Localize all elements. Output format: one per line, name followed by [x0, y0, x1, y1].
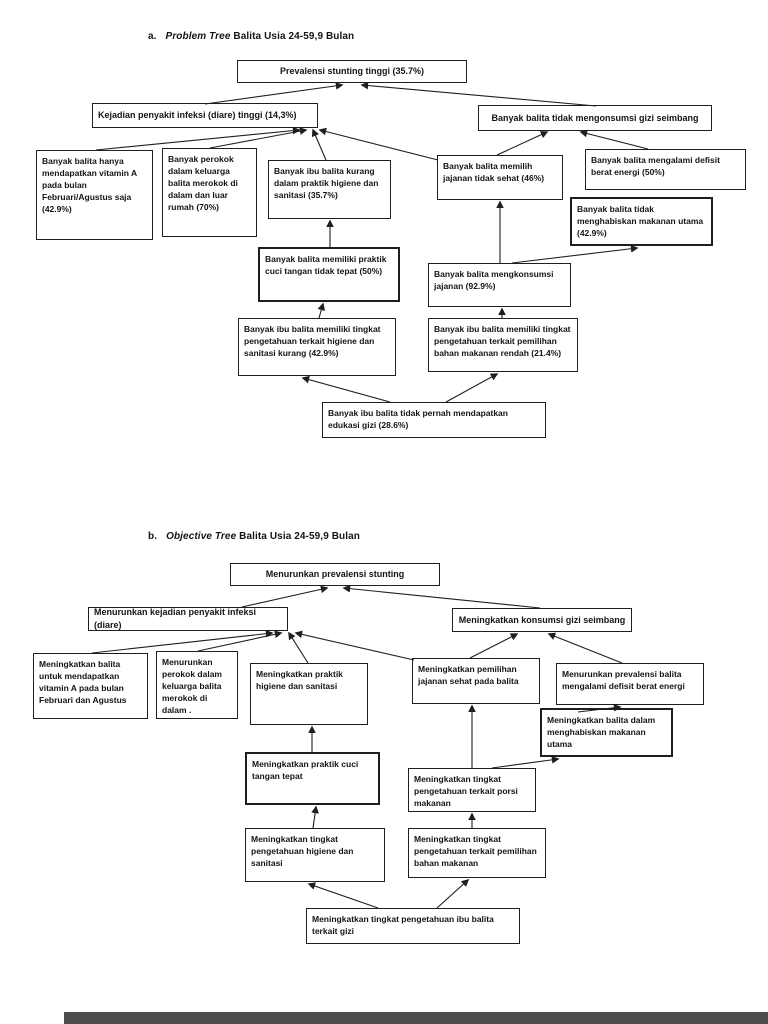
- node-pengetahuan-higiene-kurang: Banyak ibu balita memiliki tingkat penge…: [238, 318, 396, 376]
- arrow: [360, 81, 597, 107]
- arrow: [445, 373, 499, 403]
- node-tidak-habis-makanan-utama: Banyak balita tidak menghabiskan makanan…: [570, 197, 713, 246]
- problem-tree-title-italic: Problem Tree: [165, 31, 231, 42]
- node-pengetahuan-ibu-terkait-gizi: Meningkatkan tingkat pengetahuan ibu bal…: [306, 908, 520, 944]
- arrow: [91, 629, 274, 654]
- node-jajanan-sehat: Meningkatkan pemilihan jajanan sehat pad…: [412, 658, 540, 704]
- arrow: [496, 131, 549, 156]
- arrow: [197, 630, 283, 652]
- node-prevalensi-stunting: Prevalensi stunting tinggi (35.7%): [237, 60, 467, 83]
- objective-tree-label: b.: [148, 531, 158, 542]
- node-defisit-energi: Banyak balita mengalami defisit berat en…: [585, 149, 746, 190]
- arrow: [311, 805, 319, 829]
- arrow: [288, 631, 309, 664]
- objective-tree-title-rest: Balita Usia 24-59,9 Bulan: [239, 531, 361, 542]
- arrow: [241, 585, 329, 608]
- node-kejadian-infeksi: Kejadian penyakit infeksi (diare) tinggi…: [92, 103, 318, 128]
- arrow: [318, 127, 439, 161]
- arrow: [547, 632, 623, 664]
- arrow: [294, 630, 415, 661]
- arrow: [301, 375, 391, 403]
- problem-tree-title-rest: Balita Usia 24-59,9 Bulan: [233, 31, 355, 42]
- node-mengkonsumsi-jajanan: Banyak balita mengkonsumsi jajanan (92.9…: [428, 263, 571, 307]
- node-menurunkan-defisit-energi: Menurunkan prevalensi balita mengalami d…: [556, 663, 704, 705]
- problem-tree-title: a. Problem Tree Balita Usia 24-59,9 Bulan: [148, 31, 354, 42]
- node-pengetahuan-bahan-makanan: Meningkatkan tingkat pengetahuan terkait…: [408, 828, 546, 878]
- node-meningkatkan-higiene: Meningkatkan praktik higiene dan sanitas…: [250, 663, 368, 725]
- objective-tree-title: b. Objective Tree Balita Usia 24-59,9 Bul…: [148, 531, 360, 542]
- node-vitamin-a: Banyak balita hanya mendapatkan vitamin …: [36, 150, 153, 240]
- arrow: [95, 126, 301, 151]
- objective-tree-title-italic: Objective Tree: [166, 531, 237, 542]
- node-jajanan-tidak-sehat: Banyak balita memilih jajanan tidak seha…: [437, 155, 563, 200]
- node-tidak-pernah-edukasi-gizi: Banyak ibu balita tidak pernah mendapatk…: [322, 402, 546, 438]
- node-cuci-tangan-tidak-tepat: Banyak balita memiliki praktik cuci tang…: [258, 247, 400, 302]
- arrow: [317, 302, 326, 319]
- arrow: [342, 584, 541, 609]
- node-pengetahuan-higiene-sanitasi: Meningkatkan tingkat pengetahuan higiene…: [245, 828, 385, 882]
- arrow: [307, 882, 379, 909]
- arrow: [491, 756, 560, 769]
- arrow: [579, 129, 649, 150]
- viewer-bottom-edge: [64, 1012, 768, 1024]
- node-perokok: Banyak perokok dalam keluarga balita mer…: [162, 148, 257, 237]
- arrow: [511, 244, 639, 264]
- node-cuci-tangan-tepat: Meningkatkan praktik cuci tangan tepat: [245, 752, 380, 805]
- node-meningkatkan-gizi-seimbang: Meningkatkan konsumsi gizi seimbang: [452, 608, 632, 632]
- arrow: [209, 127, 308, 149]
- node-menurunkan-prevalensi-stunting: Menurunkan prevalensi stunting: [230, 563, 440, 586]
- problem-tree-label: a.: [148, 31, 157, 42]
- node-menurunkan-perokok: Menurunkan perokok dalam keluarga balita…: [156, 651, 238, 719]
- node-meningkatkan-vitamin-a: Meningkatkan balita untuk mendapatkan vi…: [33, 653, 148, 719]
- node-pengetahuan-porsi-makanan: Meningkatkan tingkat pengetahuan terkait…: [408, 768, 536, 812]
- arrow: [436, 878, 470, 909]
- node-menghabiskan-makanan-utama: Meningkatkan balita dalam menghabiskan m…: [540, 708, 673, 757]
- node-kurang-higiene: Banyak ibu balita kurang dalam praktik h…: [268, 160, 391, 219]
- arrow: [469, 633, 519, 659]
- node-tidak-gizi-seimbang: Banyak balita tidak mengonsumsi gizi sei…: [478, 105, 712, 131]
- arrow: [311, 128, 327, 161]
- arrow: [204, 82, 344, 105]
- node-pengetahuan-bahan-rendah: Banyak ibu balita memiliki tingkat penge…: [428, 318, 578, 372]
- node-menurunkan-infeksi: Menurunkan kejadian penyakit infeksi (di…: [88, 607, 288, 631]
